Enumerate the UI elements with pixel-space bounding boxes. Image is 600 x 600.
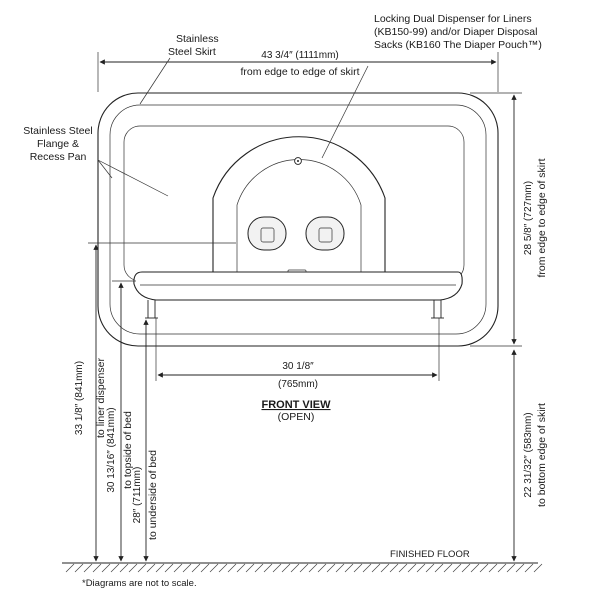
flange-label-line-2: Flange & <box>37 138 79 150</box>
floor-hatching <box>65 563 543 573</box>
dispenser-label-line-2: (KB150-99) and/or Diaper Disposal <box>374 26 537 38</box>
liner-value: 33 1/8″ (841mm) <box>74 361 85 435</box>
footnote: *Diagrams are not to scale. <box>82 578 197 589</box>
dispenser-label-line-1: Locking Dual Dispenser for Liners <box>374 13 532 25</box>
flange-label-line-3: Recess Pan <box>30 151 87 163</box>
liner-opening-right-slot <box>318 227 333 243</box>
finished-floor: FINISHED FLOOR <box>62 549 543 573</box>
width-value: 43 3/4″ (1111mm) <box>261 50 338 61</box>
liner-height-dimension: 33 1/8″ (841mm) to liner dispenser <box>74 242 236 562</box>
underside-height-dimension: 28″ (711mm) to underside of bed <box>132 319 159 562</box>
view-subtitle: (OPEN) <box>278 411 315 423</box>
dispenser-label-line-3: Sacks (KB160 The Diaper Pouch™) <box>374 39 542 51</box>
floor-label: FINISHED FLOOR <box>390 549 470 560</box>
bed-width-dimension: 30 1/8″ (765mm) <box>155 318 440 390</box>
height-desc: from edge to edge of skirt <box>536 158 548 277</box>
bed-hinge-right <box>431 300 444 319</box>
liner-desc: to liner dispenser <box>95 358 107 438</box>
underside-value: 28″ (711mm) <box>132 467 143 524</box>
liner-opening-left <box>247 216 287 251</box>
underside-desc: to underside of bed <box>147 450 159 540</box>
topside-height-dimension: 30 13/16″ (841mm) to topside of bed <box>106 280 136 562</box>
bed-width-value: 30 1/8″ <box>282 361 314 372</box>
steel-flange <box>109 104 487 335</box>
baby-changing-station <box>97 92 499 347</box>
bed-width-mm: (765mm) <box>278 379 318 390</box>
width-dimension: 43 3/4″ (1111mm) from edge to edge of sk… <box>97 50 499 92</box>
liner-opening-right <box>305 216 345 251</box>
flange-callout: Stainless Steel Flange & Recess Pan <box>23 125 169 197</box>
skirt-callout: Stainless Steel Skirt <box>139 33 219 105</box>
height-value: 28 5/8″ (727mm) <box>523 181 534 255</box>
view-title: FRONT VIEW <box>261 399 331 411</box>
topside-desc: to topside of bed <box>122 411 134 489</box>
topside-value: 30 13/16″ (841mm) <box>106 407 117 492</box>
changing-bed <box>133 271 463 301</box>
flange-label-line-1: Stainless Steel <box>23 125 92 137</box>
width-desc: from edge to edge of skirt <box>240 66 359 78</box>
bottom-value: 22 31/32″ (583mm) <box>523 412 534 497</box>
bottom-skirt-dimension: 22 31/32″ (583mm) to bottom edge of skir… <box>511 349 548 562</box>
liner-opening-left-slot <box>260 227 275 243</box>
skirt-label-line-1: Stainless <box>176 33 219 45</box>
bottom-desc: to bottom edge of skirt <box>536 403 548 507</box>
height-dimension: 28 5/8″ (727mm) from edge to edge of ski… <box>470 92 548 347</box>
skirt-label-line-2: Steel Skirt <box>168 46 216 58</box>
dispenser-callout: Locking Dual Dispenser for Liners (KB150… <box>321 13 542 159</box>
